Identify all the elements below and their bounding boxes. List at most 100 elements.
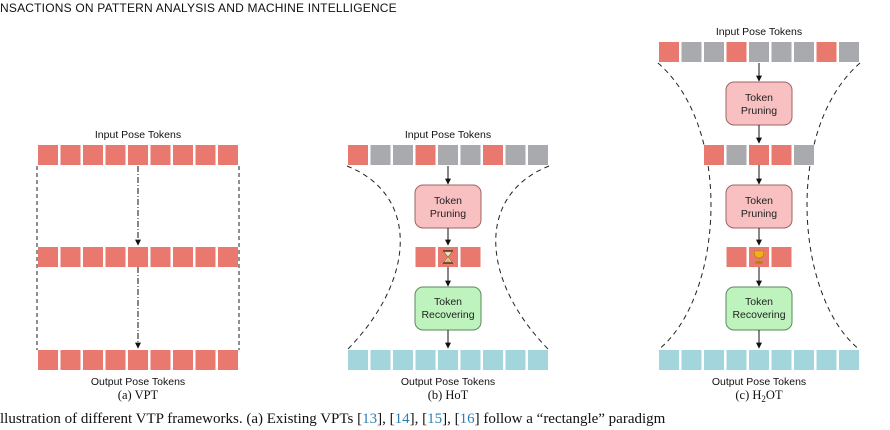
h2ot-middle-tokens <box>726 247 792 267</box>
hot-left-curve <box>346 165 401 351</box>
token-cell <box>105 145 126 165</box>
token-cell <box>370 145 391 165</box>
token-cell <box>150 350 171 370</box>
vpt-caption: (a) VPT <box>118 388 159 402</box>
token-cell <box>839 42 859 62</box>
token-cell <box>195 145 216 165</box>
token-cell <box>726 42 747 62</box>
token-cell <box>38 247 58 267</box>
h2ot-second-tokens <box>704 145 814 165</box>
h2ot-input-tokens <box>659 42 859 62</box>
token-cell <box>415 145 436 165</box>
token-cell <box>460 350 481 370</box>
token-cell <box>460 247 481 267</box>
token-cell <box>195 350 216 370</box>
token-cell <box>128 247 148 267</box>
token-cell <box>150 145 171 165</box>
figure-caption: llustration of different VTP frameworks.… <box>0 411 666 427</box>
token-cell <box>393 145 413 165</box>
token-cell <box>704 350 724 370</box>
h2ot-input-label: Input Pose Tokens <box>716 26 802 38</box>
token-cell <box>528 145 548 165</box>
token-cell <box>348 350 368 370</box>
hourglass-icon <box>443 250 453 264</box>
hot-output-label: Output Pose Tokens <box>401 376 495 388</box>
token-cell <box>460 145 481 165</box>
h2ot-pruning1-line1: Token <box>745 92 773 104</box>
vpt-output-tokens <box>38 350 238 370</box>
citation-link[interactable]: 13 <box>362 411 378 427</box>
token-cell <box>38 145 58 165</box>
h2ot-pruning2-line1: Token <box>745 195 773 207</box>
token-cell <box>528 350 548 370</box>
citation-link[interactable]: 16 <box>459 411 475 427</box>
token-cell <box>105 350 126 370</box>
hot-input-label: Input Pose Tokens <box>405 129 491 141</box>
hot-middle-tokens <box>415 247 481 267</box>
token-cell <box>505 350 526 370</box>
hot-output-tokens <box>348 350 548 370</box>
panel-vpt: Input Pose Tokens Output Pose Tokens (a)… <box>36 129 240 402</box>
token-cell <box>794 42 814 62</box>
h2ot-output-label: Output Pose Tokens <box>712 376 806 388</box>
framework-diagram: Input Pose Tokens Output Pose Tokens (a)… <box>36 26 861 404</box>
token-cell <box>749 350 769 370</box>
token-cell <box>218 247 238 267</box>
journal-header: NSACTIONS ON PATTERN ANALYSIS AND MACHIN… <box>0 1 397 15</box>
token-cell <box>60 350 81 370</box>
token-cell <box>681 350 702 370</box>
h2ot-pruning1-line2: Pruning <box>741 105 777 117</box>
token-cell <box>370 350 391 370</box>
token-cell <box>816 350 837 370</box>
panel-h2ot: Input Pose Tokens Token Pruning Token Pr… <box>657 26 861 404</box>
hot-recovering-line1: Token <box>434 296 462 308</box>
token-cell <box>173 247 193 267</box>
token-cell <box>438 145 458 165</box>
token-cell <box>150 247 171 267</box>
token-cell <box>659 42 679 62</box>
trophy-icon <box>752 250 766 264</box>
h2ot-right-curve <box>806 62 861 351</box>
hot-caption: (b) HoT <box>428 388 469 402</box>
h2ot-recovering-line1: Token <box>745 296 773 308</box>
token-cell <box>505 145 526 165</box>
token-cell <box>794 145 814 165</box>
vpt-input-label: Input Pose Tokens <box>95 129 181 141</box>
token-cell <box>771 350 792 370</box>
token-cell <box>681 42 702 62</box>
hot-input-tokens <box>348 145 548 165</box>
token-cell <box>348 145 368 165</box>
token-cell <box>128 350 148 370</box>
hot-pruning-line2: Pruning <box>430 208 466 220</box>
citation-link[interactable]: 15 <box>427 411 443 427</box>
token-cell <box>60 145 81 165</box>
token-cell <box>105 247 126 267</box>
token-cell <box>483 145 503 165</box>
token-cell <box>415 247 436 267</box>
token-cell <box>83 247 103 267</box>
token-cell <box>83 350 103 370</box>
token-cell <box>771 42 792 62</box>
token-cell <box>749 42 769 62</box>
hot-right-curve <box>495 165 550 351</box>
hot-recovering-line2: Recovering <box>421 309 474 321</box>
token-cell <box>393 350 413 370</box>
token-cell <box>128 145 148 165</box>
token-cell <box>726 350 747 370</box>
h2ot-recovering-line2: Recovering <box>732 309 785 321</box>
h2ot-caption: (c) H2OT <box>735 388 783 404</box>
token-cell <box>60 247 81 267</box>
token-cell <box>816 42 837 62</box>
token-cell <box>839 350 859 370</box>
token-cell <box>771 145 792 165</box>
vpt-output-label: Output Pose Tokens <box>91 376 185 388</box>
token-cell <box>173 350 193 370</box>
citation-link[interactable]: 14 <box>394 411 410 427</box>
token-cell <box>726 247 747 267</box>
vpt-input-tokens <box>38 145 238 165</box>
token-cell <box>195 247 216 267</box>
hot-pruning-line1: Token <box>434 195 462 207</box>
token-cell <box>415 350 436 370</box>
panel-hot: Input Pose Tokens Token Pruning Token Re… <box>346 129 550 402</box>
token-cell <box>749 145 769 165</box>
